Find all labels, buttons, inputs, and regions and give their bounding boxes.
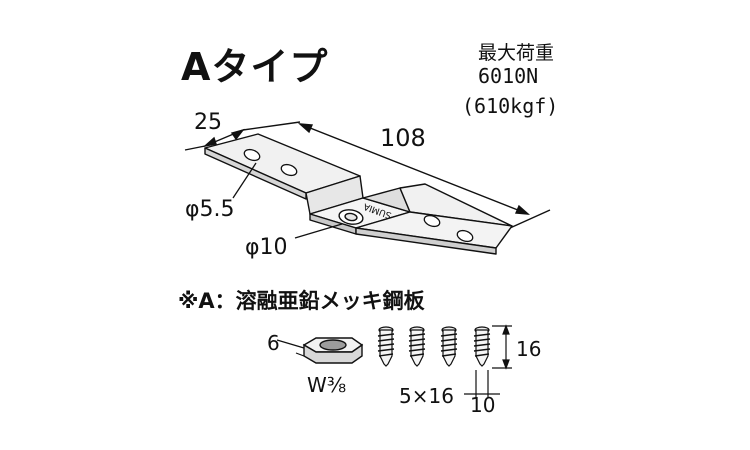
- small-hole-marks: [243, 148, 474, 243]
- screw: [440, 326, 458, 367]
- screw: [408, 326, 426, 367]
- leader-lines: [232, 162, 343, 239]
- page-title: Aタイプ: [181, 45, 329, 89]
- small-hole-label: φ5.5: [185, 197, 235, 222]
- dimension-25-line: [184, 121, 301, 151]
- screw-size-label: 5×16: [399, 384, 454, 408]
- screw-length-label: 16: [516, 337, 542, 361]
- screw: [377, 326, 395, 367]
- nut-size-label: W⅜: [307, 373, 347, 397]
- large-hole-mark: [338, 209, 364, 225]
- nut-thickness-label: 6: [267, 331, 280, 355]
- max-load-label: 最大荷重: [478, 42, 555, 64]
- dimension-108-label: 108: [380, 124, 426, 152]
- screw: [473, 326, 491, 367]
- large-hole-label: φ10: [245, 235, 288, 260]
- screw-head-label: 10: [470, 393, 496, 417]
- max-load-newtons: 6010N: [478, 64, 539, 88]
- material-note: ※A：溶融亜鉛メッキ鋼板: [178, 289, 425, 313]
- screw-set: [377, 326, 491, 367]
- dimension-25-label: 25: [194, 110, 222, 135]
- dimension-108-line: [297, 123, 551, 229]
- hex-nut: [276, 337, 364, 364]
- screw-dimension-lines: [464, 324, 512, 398]
- max-load-kgf: (610kgf): [462, 94, 559, 118]
